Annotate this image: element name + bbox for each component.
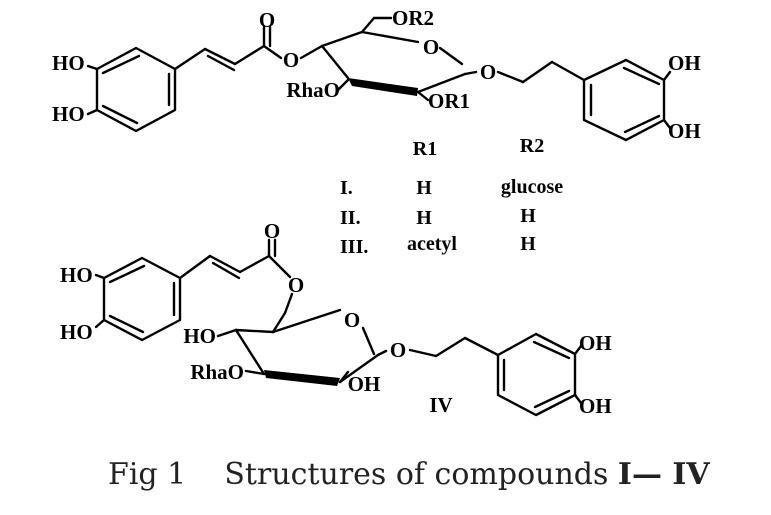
structure-2-ester-oxygen: O — [288, 273, 304, 297]
structure-1-ho-top: HO — [52, 51, 85, 75]
structure-1-right-catechol-ring — [582, 58, 672, 142]
table-row-r2: H — [520, 233, 536, 255]
table-row-r2: glucose — [501, 176, 563, 198]
table-header-r1: R1 — [413, 138, 437, 160]
structure-2-ho-bottom: HO — [60, 320, 93, 344]
structure-1-left-catechol-ring — [86, 46, 177, 133]
structure-1: O O OR2 O O RhaO OR1 HO HO OH OH — [52, 6, 701, 143]
structure-2-ho-top: HO — [60, 263, 93, 287]
caption-compounds: I— IV — [618, 457, 711, 492]
structure-2-phenylethyl-chain — [408, 336, 500, 358]
structure-2-ho-sugar: HO — [183, 324, 216, 348]
structure-2-caffeoyl-chain — [178, 238, 294, 334]
structure-2-glycosidic-oxygen: O — [390, 338, 406, 362]
structure-1-glycosidic-oxygen: O — [480, 60, 496, 84]
structure-1-carbonyl-oxygen: O — [259, 8, 275, 32]
structure-1-caffeoyl-chain — [173, 25, 324, 72]
structure-1-or2-label: OR2 — [392, 6, 434, 30]
caption-prefix: Fig 1 Structures of compounds — [108, 457, 618, 492]
structure-1-phenylethyl-chain — [496, 60, 586, 84]
structure-1-ring-oxygen: O — [423, 35, 439, 59]
table-row-compound: I. — [340, 177, 353, 199]
structure-2-left-catechol-ring — [94, 256, 182, 342]
structure-2-oh-bottom: OH — [579, 394, 612, 418]
table-row-r1: H — [416, 177, 432, 199]
table-row-r1: H — [416, 207, 432, 229]
figure-caption: Fig 1 Structures of compounds I— IV — [108, 457, 710, 492]
structure-2-compound-label: IV — [429, 393, 452, 417]
structure-1-ester-oxygen: O — [283, 48, 299, 72]
structure-1-glucose-ring — [320, 16, 478, 102]
structure-2-rhao-label: RhaO — [190, 360, 244, 384]
structure-2-oh-top: OH — [579, 331, 612, 355]
substituent-table: R1 R2 I. H glucose II. H H III. acetyl H — [340, 135, 563, 258]
table-row-r1: acetyl — [407, 233, 457, 255]
structure-2-ring-oxygen: O — [344, 308, 360, 332]
structure-1-ho-bottom: HO — [52, 102, 85, 126]
structure-2-glucose-ring — [216, 308, 388, 386]
structure-2-oh-sugar: OH — [348, 372, 381, 396]
structure-1-or1-label: OR1 — [428, 89, 470, 113]
structure-1-rhao-label: RhaO — [286, 78, 340, 102]
table-row-compound: III. — [340, 236, 368, 258]
structure-2-carbonyl-oxygen: O — [264, 219, 280, 243]
structure-2-right-catechol-ring — [496, 332, 583, 417]
table-header-r2: R2 — [520, 135, 544, 157]
table-row-r2: H — [520, 205, 536, 227]
structure-1-oh-top: OH — [668, 51, 701, 75]
structure-2: O O O O HO RhaO OH HO HO OH OH IV — [60, 219, 612, 418]
table-row-compound: II. — [340, 207, 361, 229]
structure-1-oh-bottom: OH — [668, 119, 701, 143]
